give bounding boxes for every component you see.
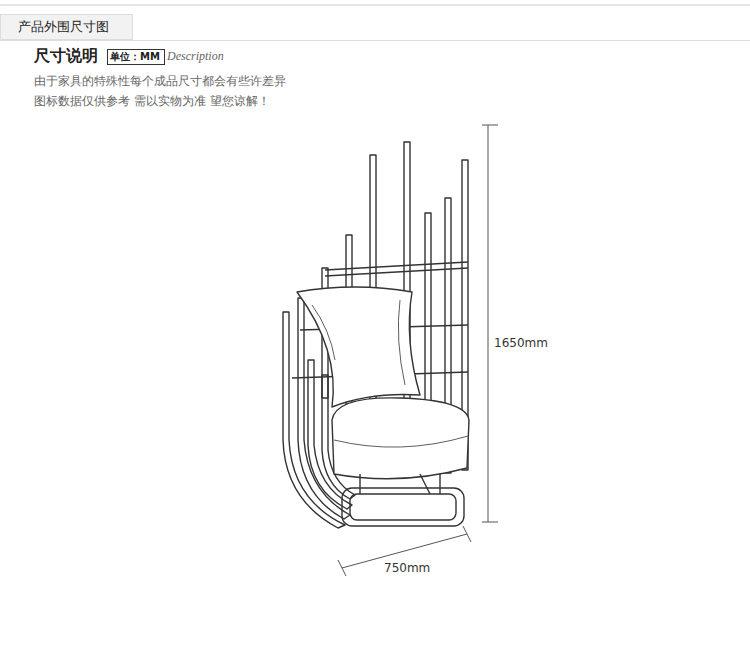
chair-seat <box>332 398 469 479</box>
dimension-label: 750mm <box>384 561 430 575</box>
note-text: 由于家具的特殊性每个成品尺寸都会有些许差异 <box>34 73 286 90</box>
note-text: 图标数据仅供参考 需以实物为准 望您谅解！ <box>34 93 270 110</box>
unit-box: 单位：MM <box>107 49 165 65</box>
pillow-crease <box>312 300 405 385</box>
height-dimension <box>488 125 489 522</box>
chair-leg <box>439 474 440 494</box>
dimension-tick <box>482 522 498 523</box>
script-heading: Description <box>167 49 224 64</box>
dimension-lines <box>338 125 498 576</box>
chair-leg <box>420 474 430 494</box>
tab-rule <box>0 40 750 41</box>
chair-leg <box>359 474 360 494</box>
page-rules <box>0 5 750 41</box>
chair-pillow <box>297 287 420 407</box>
node-text: 产品外围尺寸图 <box>1 15 126 39</box>
chair-rung <box>325 268 468 276</box>
dimension-tick <box>338 560 346 576</box>
seat-edge <box>334 436 468 447</box>
dimension-tick <box>463 526 471 542</box>
section-title: 尺寸说明 <box>34 46 98 67</box>
tab-header: 产品外围尺寸图 <box>0 14 133 40</box>
node-text: 单位：MM <box>108 50 162 64</box>
dimension-tick <box>482 125 498 126</box>
top-rule <box>0 5 750 6</box>
chair-base <box>350 494 456 520</box>
dimension-label: 1650mm <box>494 336 548 350</box>
chair-sketch <box>283 142 469 528</box>
